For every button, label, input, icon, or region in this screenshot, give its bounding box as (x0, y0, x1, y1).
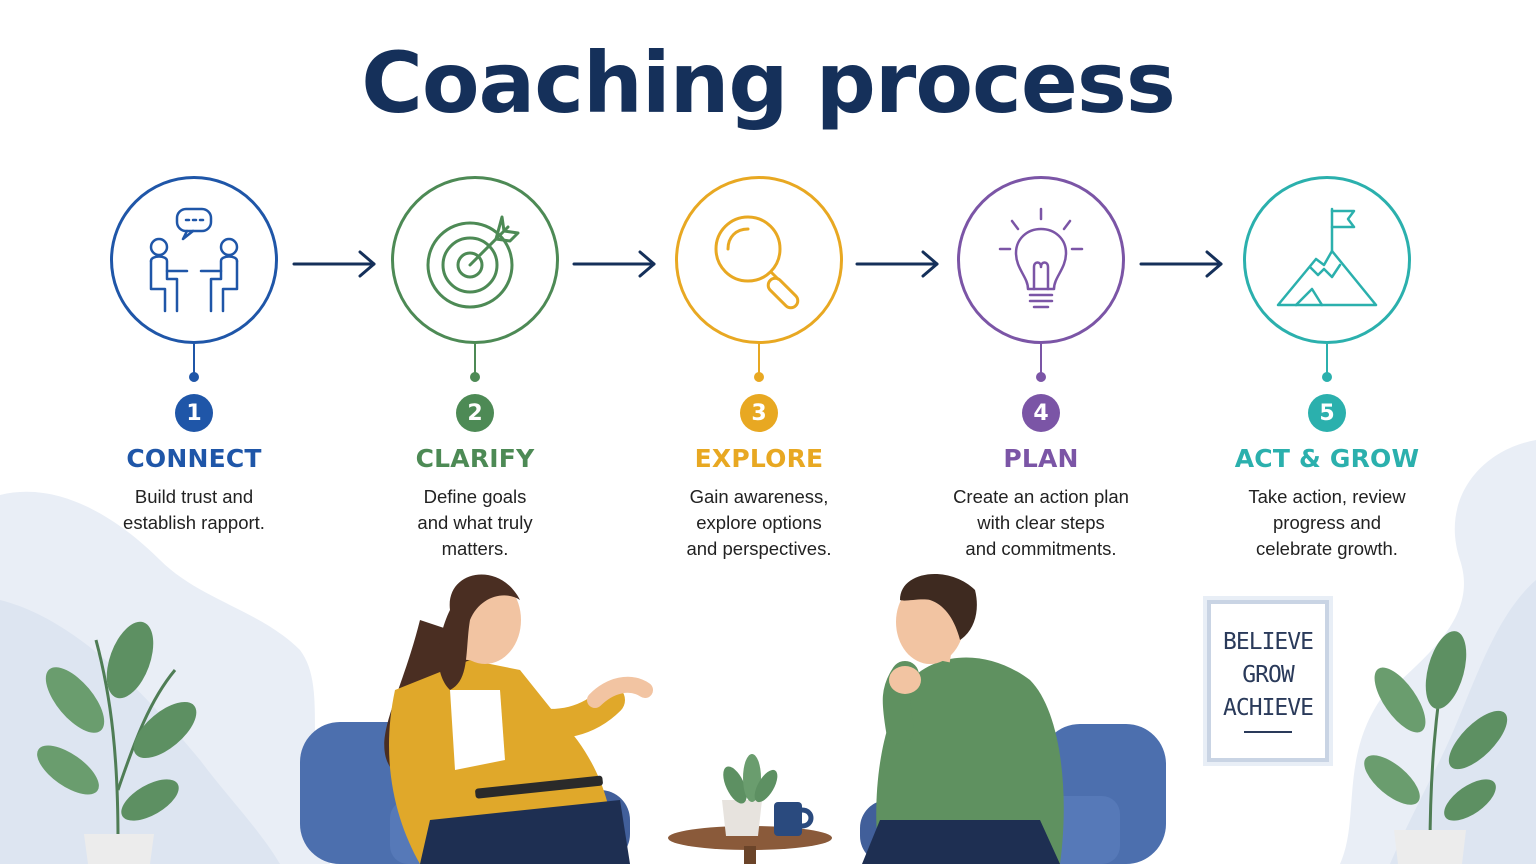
arrow-4-to-5 (1139, 250, 1223, 278)
step-5-connector (1326, 344, 1328, 374)
step-5-number: 5 (1308, 394, 1346, 432)
step-3-number: 3 (740, 394, 778, 432)
poster-line-1: BELIEVE (1223, 629, 1314, 655)
woman-coach (384, 574, 653, 864)
poster-line-3: ACHIEVE (1223, 695, 1314, 721)
step-5-connector-dot (1322, 372, 1332, 382)
plant-left (37, 621, 197, 864)
lightbulb-icon (998, 207, 1084, 309)
step-1-label: CONNECT (126, 444, 262, 473)
arrow-2-to-3 (572, 250, 656, 278)
mountain-flag-icon (1276, 207, 1378, 307)
conversation-icon (149, 207, 239, 313)
coffee-table (668, 754, 832, 864)
arrow-1-to-2 (292, 250, 376, 278)
magnifier-icon (714, 215, 800, 310)
step-5-circle (1243, 176, 1411, 344)
step-3-connector (758, 344, 760, 374)
step-1-number: 1 (175, 394, 213, 432)
step-2-label: CLARIFY (415, 444, 535, 473)
wall-poster: BELIEVE GROW ACHIEVE (1207, 600, 1329, 762)
step-1-connector (193, 344, 195, 374)
step-3-label: EXPLORE (694, 444, 824, 473)
step-4-circle (957, 176, 1125, 344)
step-1-circle (110, 176, 278, 344)
target-icon (426, 215, 520, 309)
step-2-number: 2 (456, 394, 494, 432)
poster-underline (1244, 731, 1292, 733)
step-2-connector-dot (470, 372, 480, 382)
step-3-connector-dot (754, 372, 764, 382)
man-coachee (862, 573, 1064, 864)
arrow-3-to-4 (855, 250, 939, 278)
step-3-circle (675, 176, 843, 344)
step-4-number: 4 (1022, 394, 1060, 432)
step-1-connector-dot (189, 372, 199, 382)
step-4-connector (1040, 344, 1042, 374)
step-4-connector-dot (1036, 372, 1046, 382)
plant-right (1364, 631, 1508, 864)
step-5-label: ACT & GROW (1234, 444, 1420, 473)
page-title: Coaching process (361, 34, 1176, 132)
poster-line-2: GROW (1242, 662, 1294, 688)
step-4-label: PLAN (1003, 444, 1079, 473)
step-2-connector (474, 344, 476, 374)
step-2-circle (391, 176, 559, 344)
